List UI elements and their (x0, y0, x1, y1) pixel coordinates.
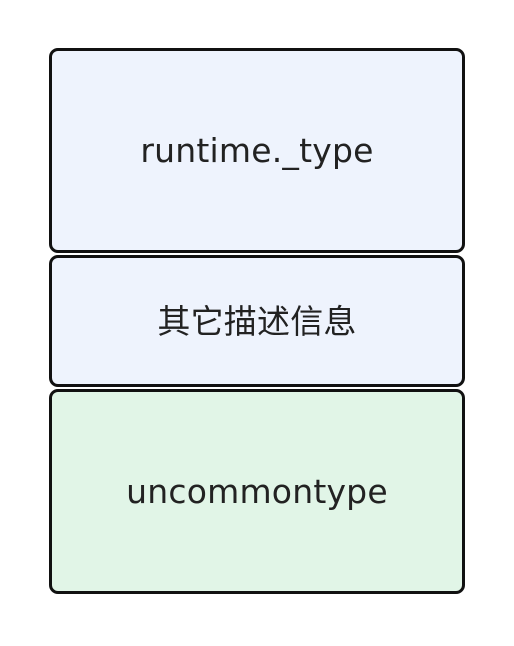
other-description-label: 其它描述信息 (157, 301, 357, 341)
memory-layout-stack: runtime._type 其它描述信息 uncommontype (49, 48, 465, 594)
uncommontype-block: uncommontype (49, 389, 465, 594)
runtime-type-block: runtime._type (49, 48, 465, 253)
other-description-block: 其它描述信息 (49, 255, 465, 387)
uncommontype-label: uncommontype (126, 472, 388, 511)
runtime-type-label: runtime._type (140, 131, 374, 170)
